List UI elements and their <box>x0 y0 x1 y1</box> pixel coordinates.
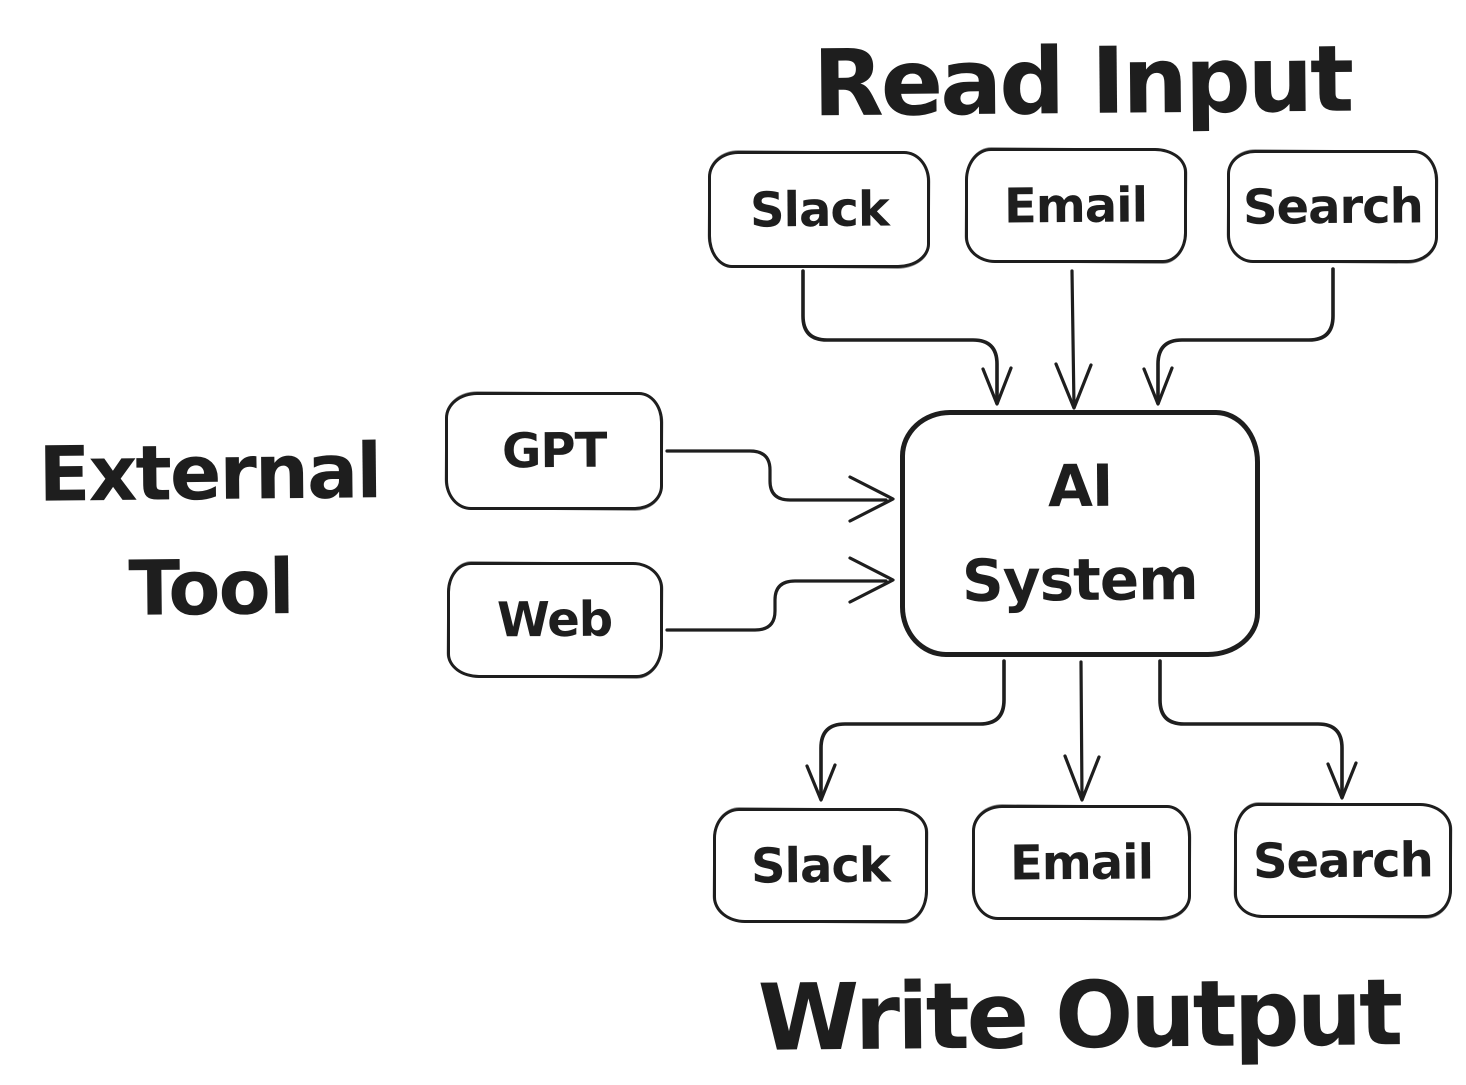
tool-node-gpt: GPT <box>445 392 663 510</box>
arrowhead-output-email <box>1063 754 1101 802</box>
external-tool-label: External Tool <box>0 413 421 647</box>
output-node-slack: Slack <box>713 808 928 923</box>
input-node-slack-label: Slack <box>749 181 889 238</box>
arrowhead-output-search <box>1326 761 1358 800</box>
tool-node-web: Web <box>447 562 663 678</box>
ai-system-label-line1: AI <box>1047 451 1113 520</box>
ai-system-node: AI System <box>900 410 1260 657</box>
ai-system-label-line2: System <box>961 544 1199 615</box>
arrowhead-input-slack <box>981 366 1013 406</box>
input-node-email-label: Email <box>1004 177 1148 234</box>
arrow-ai-to-output-email <box>1079 660 1084 801</box>
output-node-email: Email <box>972 805 1191 920</box>
tool-node-gpt-label: GPT <box>501 422 607 480</box>
output-node-slack-label: Slack <box>750 837 891 894</box>
arrowhead-input-email <box>1054 362 1093 410</box>
arrow-input-search-to-ai <box>1156 267 1335 405</box>
arrowhead-input-search <box>1142 366 1174 406</box>
output-node-search: Search <box>1234 803 1452 918</box>
arrow-input-email-to-ai <box>1070 269 1076 409</box>
arrowhead-output-slack <box>805 763 837 802</box>
arrow-ai-to-output-search <box>1158 659 1344 799</box>
arrow-ai-to-output-slack <box>819 659 1006 801</box>
arrowhead-web <box>848 556 895 604</box>
external-tool-label-line2: Tool <box>128 542 294 633</box>
output-node-email-label: Email <box>1009 834 1154 891</box>
arrow-web-to-ai <box>665 579 888 632</box>
write-output-title: Write Output <box>757 959 1401 1072</box>
arrow-gpt-to-ai <box>665 449 888 502</box>
arrow-input-slack-to-ai <box>801 269 999 405</box>
external-tool-label-line1: External <box>38 426 381 519</box>
input-node-search-label: Search <box>1242 177 1423 236</box>
output-node-search-label: Search <box>1252 831 1434 890</box>
read-input-title: Read Input <box>812 25 1352 137</box>
arrowhead-gpt <box>848 475 895 523</box>
input-node-email: Email <box>965 148 1187 263</box>
input-node-slack: Slack <box>708 151 930 268</box>
input-node-search: Search <box>1227 150 1438 263</box>
tool-node-web-label: Web <box>497 591 613 649</box>
